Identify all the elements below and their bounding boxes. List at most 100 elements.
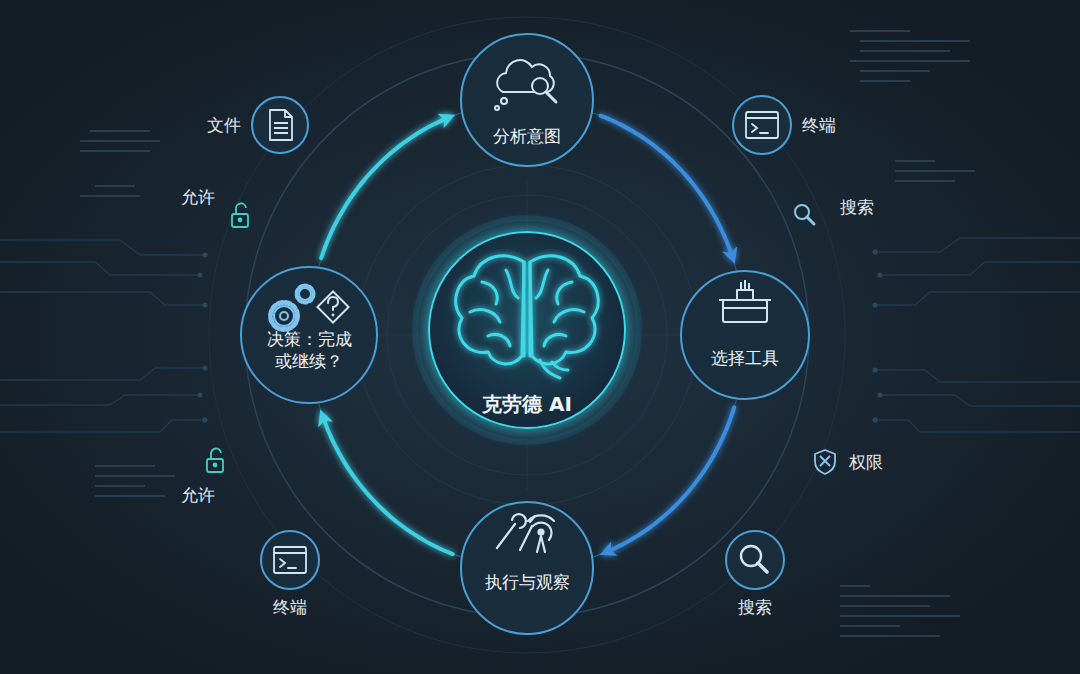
brain-icon [540, 360, 568, 378]
core-circle: 克劳德 AI [428, 231, 626, 429]
code-dashes [840, 635, 940, 637]
circuit-lines [0, 368, 205, 380]
code-dashes [840, 615, 960, 617]
toolbox-icon [719, 300, 771, 308]
terminal-icon [274, 547, 306, 573]
circuit-lines [0, 395, 200, 405]
node-label: 执行与观察 [485, 571, 570, 593]
lock-icon [207, 448, 223, 472]
decision-icon [297, 286, 314, 303]
shield-icon [820, 456, 830, 466]
code-dashes [850, 60, 970, 62]
rings [357, 165, 697, 505]
code-dashes [840, 605, 930, 607]
circuit-lines [0, 240, 205, 255]
tool-circle: 搜索 [725, 530, 785, 590]
node-fills [240, 266, 378, 404]
code-dashes [860, 40, 970, 42]
node-label: 文件 [207, 114, 241, 136]
decision-icon [317, 291, 348, 322]
brain-icon [470, 270, 518, 346]
node-fills [260, 530, 320, 590]
node-label: 决策：完成或继续？ [264, 328, 354, 372]
node-label: 搜索 [738, 596, 772, 618]
circuit-dots [198, 273, 203, 278]
search-small-icon [795, 205, 814, 224]
search-icon [758, 563, 767, 572]
toolbox-icon [737, 290, 753, 300]
decision-icon [328, 297, 338, 310]
circuit-dots [198, 393, 203, 398]
execute-icon [537, 536, 545, 552]
brain-icon [456, 256, 524, 364]
circuit-lines [0, 292, 205, 305]
lock-icon [232, 214, 248, 227]
code-dashes [80, 195, 140, 197]
decision-icon [271, 303, 298, 330]
code-dashes [860, 80, 910, 82]
code-dashes [80, 140, 160, 142]
code-dashes [895, 160, 935, 162]
code-dashes [860, 70, 930, 72]
code-dashes [840, 595, 950, 597]
decision-icon [280, 312, 288, 320]
permission-label: 允许 [181, 484, 215, 507]
intent-icon [501, 98, 507, 104]
circuit-lines [875, 292, 1080, 305]
core-circle [415, 218, 639, 442]
node-fills [460, 33, 594, 167]
circuit-dots [203, 303, 208, 308]
circuit-lines [875, 420, 1080, 432]
circuit-lines [880, 262, 1080, 275]
toolbox-icon [719, 280, 771, 322]
circuit-dots [873, 418, 878, 423]
rings [527, 180, 528, 230]
decision-icon [299, 288, 311, 300]
execute-icon [528, 515, 554, 540]
execute-icon [497, 514, 554, 552]
node-label: 终端 [802, 114, 836, 136]
node-label: 选择工具 [711, 347, 779, 369]
search-small-icon [807, 217, 814, 224]
lock-icon [236, 203, 246, 214]
cycle-arrow [321, 118, 448, 258]
code-dashes [80, 30, 975, 637]
circuit-dots [873, 303, 878, 308]
tool-circle: 文件 [251, 96, 309, 154]
circuit-lines [875, 370, 1080, 382]
rings [209, 17, 845, 653]
terminal-icon [274, 553, 306, 568]
circuit-dots [873, 368, 878, 373]
circuit-lines [0, 262, 200, 275]
decision-icon [274, 306, 294, 326]
code-dashes [95, 185, 135, 187]
file-icon [270, 110, 292, 140]
code-dashes [80, 150, 150, 152]
permission-label: 搜索 [840, 196, 874, 219]
cycle-arrow [601, 116, 733, 257]
code-dashes [95, 485, 145, 487]
terminal-icon [746, 112, 778, 138]
tool-circle: 终端 [732, 95, 792, 155]
intent-icon [495, 60, 556, 110]
circuit-lines [875, 238, 1080, 252]
lock-icon [214, 464, 217, 467]
cycle-arrow [607, 407, 734, 551]
lock-icon [232, 203, 248, 227]
circuit-lines [0, 420, 205, 432]
lock-icon [239, 219, 242, 222]
execute-icon [497, 514, 526, 548]
toolbox-icon [741, 280, 749, 290]
file-icon [274, 123, 288, 133]
intent-icon [546, 92, 556, 102]
circuit-dots [873, 250, 878, 255]
execute-icon [539, 530, 544, 535]
node-fills [251, 96, 309, 154]
decision-icon [332, 314, 335, 317]
lock-icon [211, 448, 221, 459]
process-circle: 分析意图 [460, 33, 594, 167]
code-dashes [95, 495, 165, 497]
code-dashes [840, 625, 900, 627]
core-circle [415, 218, 639, 442]
